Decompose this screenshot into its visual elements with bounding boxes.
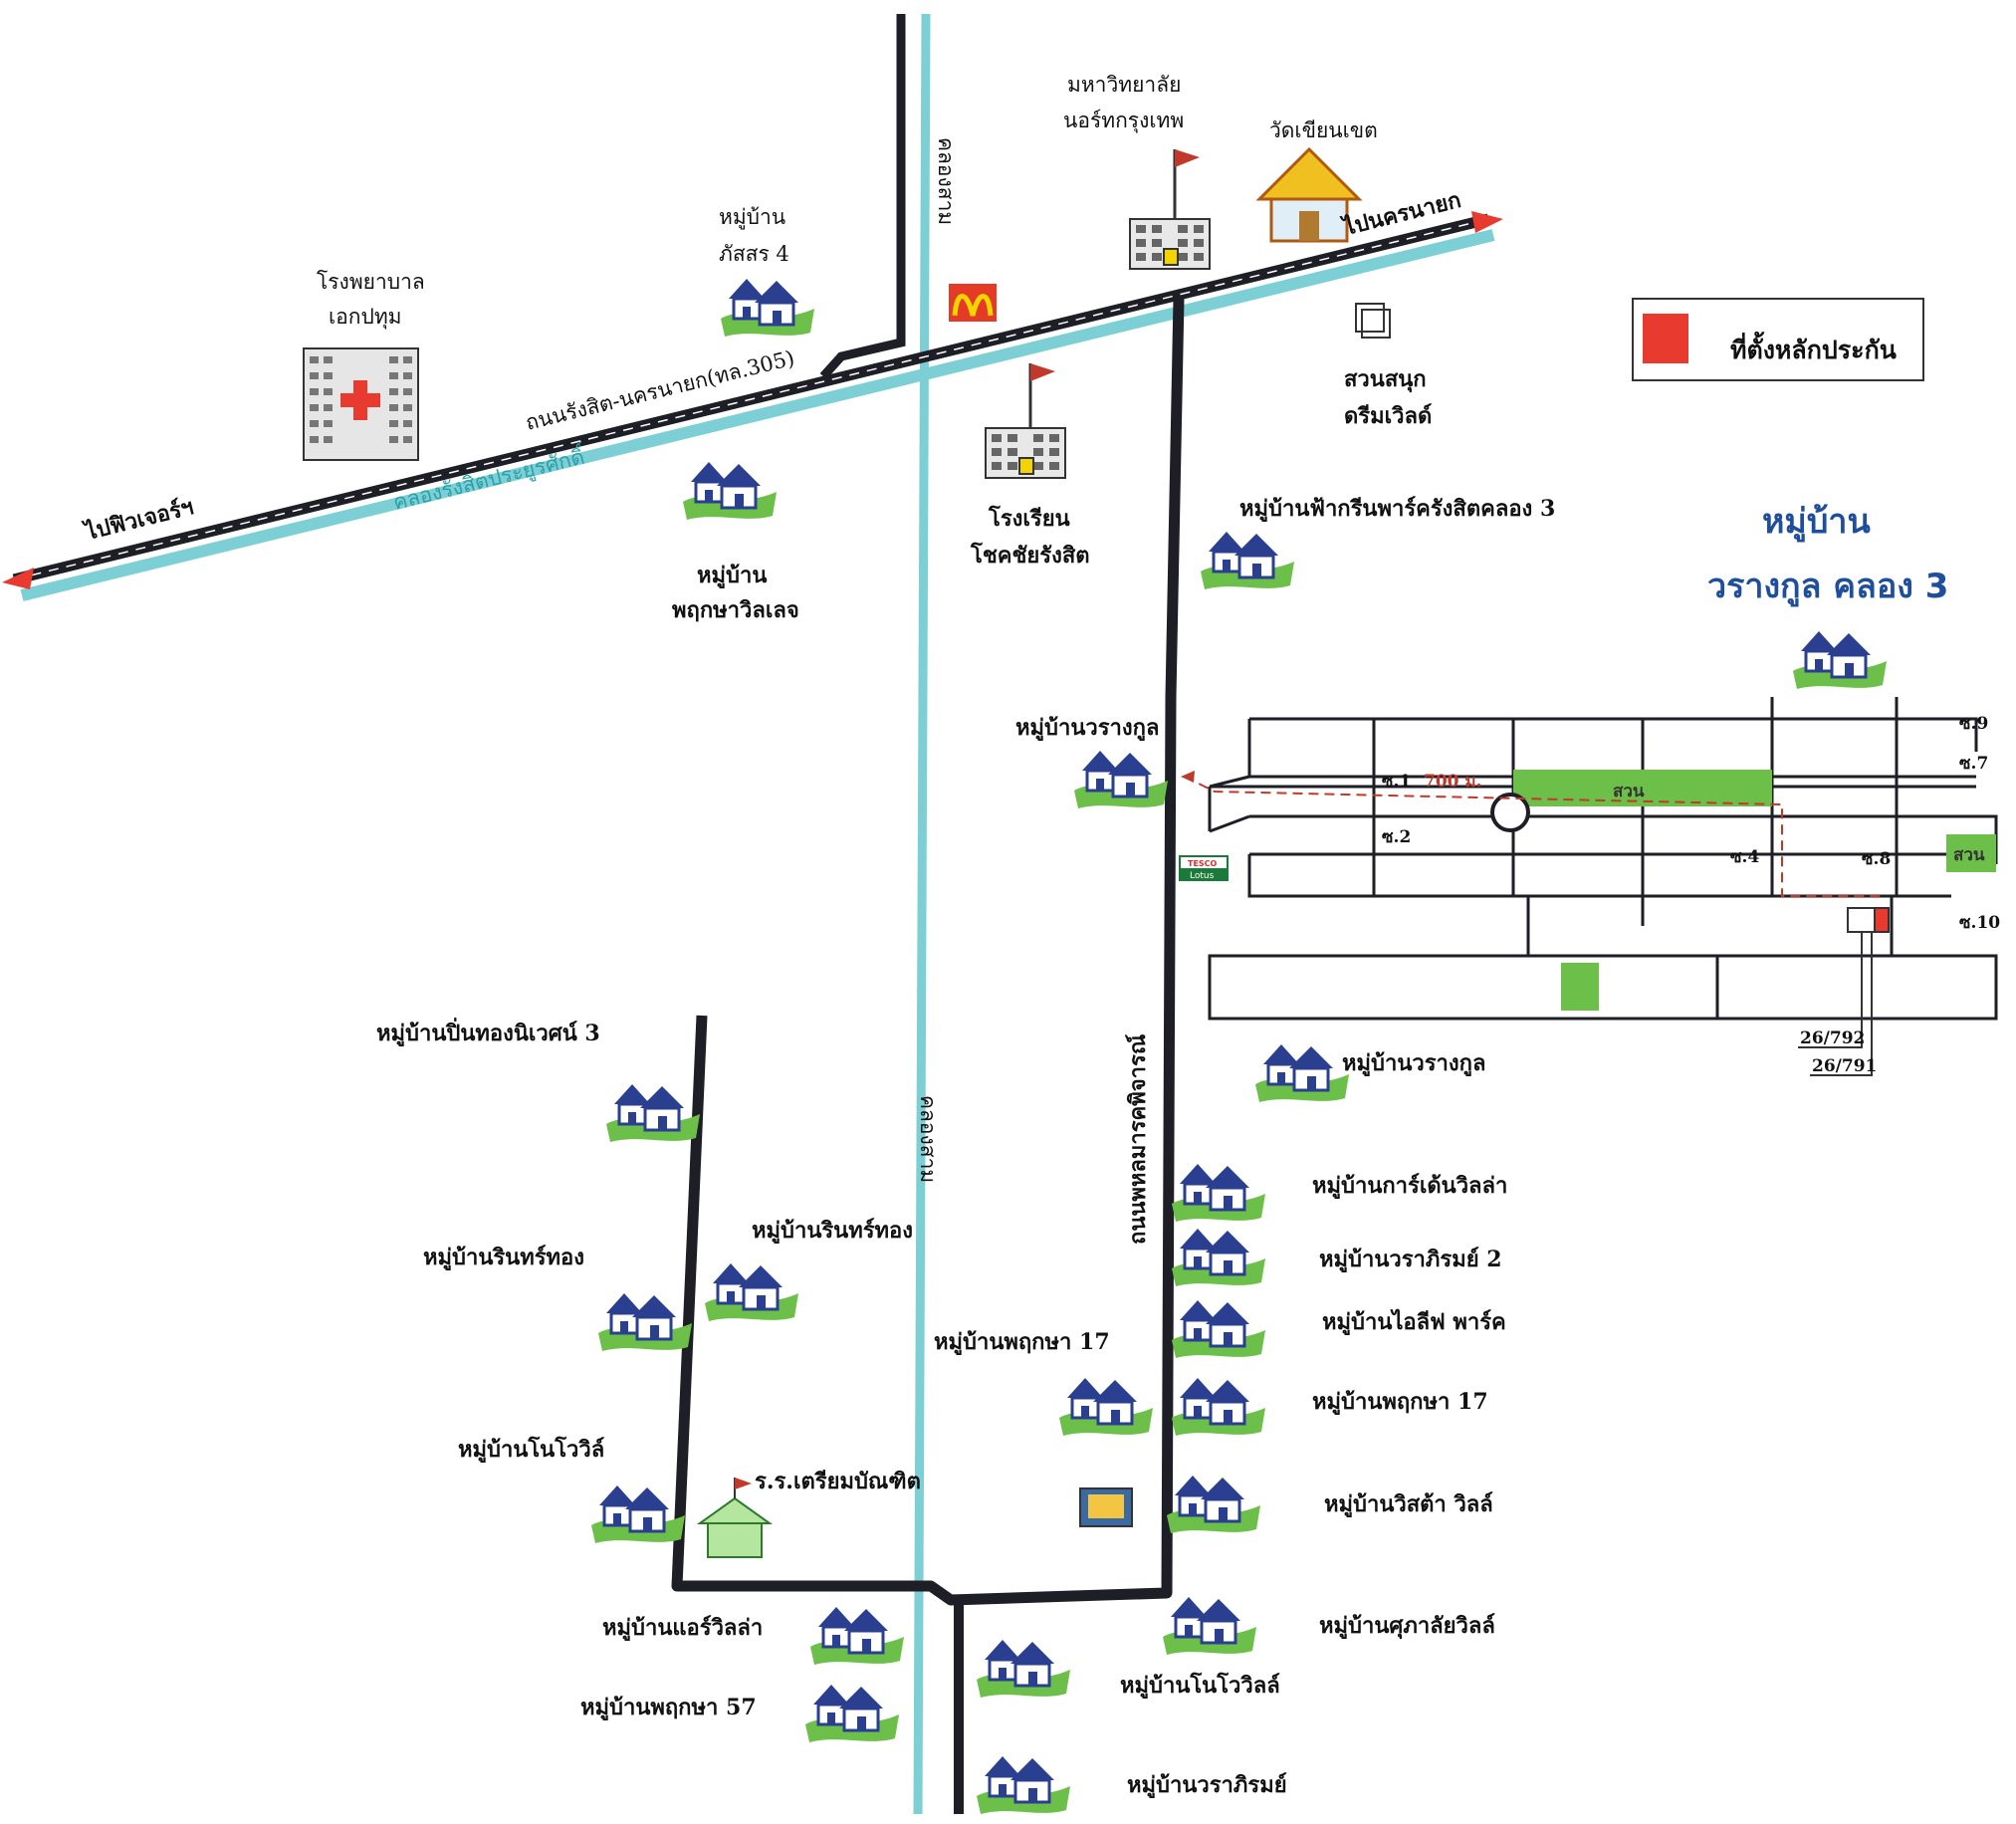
soi-label: ซ.1 [1382, 772, 1411, 792]
house-icon [1057, 1376, 1155, 1438]
house-icon [719, 277, 816, 339]
flag-icon [1030, 363, 1055, 381]
village-label: หมู่บ้านโนโววิลล์ [1120, 1672, 1280, 1700]
hospital-label-2: เอกปทุม [329, 305, 402, 330]
house-icon [1165, 1474, 1262, 1535]
legend-swatch [1643, 314, 1688, 363]
house-icon [703, 1261, 800, 1323]
dreamworld-label-2: ดรีมเวิลด์ [1344, 403, 1432, 429]
ntu-label-2: นอร์ทกรุงเทพ [1063, 109, 1184, 133]
house-icon [1199, 530, 1296, 591]
village-label: หมู่บ้านโนโววิล์ [458, 1436, 604, 1464]
warangkul-label-1: หมู่บ้านวรางกูล [1015, 715, 1159, 742]
house-icon [1072, 749, 1170, 810]
legend-label: ที่ตั้งหลักประกัน [1730, 331, 1897, 364]
school-label-2: โชคชัยรังสิต [970, 542, 1090, 569]
vista-building-icon [1079, 1487, 1133, 1527]
village-label: หมู่บ้านวราภิรมย์ [1127, 1772, 1287, 1799]
park-block-2 [1946, 834, 1996, 872]
rangsit-canal [20, 229, 1495, 601]
house-icon [1170, 1376, 1267, 1438]
temple-icon [1255, 146, 1363, 243]
house-icon [604, 1082, 702, 1144]
flag-icon [1175, 149, 1200, 167]
park-label: สวน [1613, 782, 1645, 801]
village-label: หมู่บ้านพฤกษา 17 [1312, 1389, 1488, 1416]
warangkul-label-2: หมู่บ้านวรางกูล [1342, 1050, 1485, 1077]
hospital-icon [303, 347, 419, 461]
house-icon [1791, 629, 1889, 691]
house-icon [808, 1605, 906, 1667]
house-icon [1170, 1298, 1267, 1360]
village-label: หมู่บ้านวิสต้า วิลล์ [1324, 1491, 1493, 1518]
title-line2: วรางกูล คลอง 3 [1707, 567, 1948, 607]
house-icon [975, 1638, 1072, 1700]
soi-label: ซ.10 [1959, 913, 2000, 933]
green-plot [1561, 963, 1599, 1011]
school-label-1: โรงเรียน [988, 505, 1070, 532]
roundabout [1490, 793, 1530, 832]
house-icon [596, 1291, 694, 1353]
prep-school-label: ร.ร.เตรียมบัณฑิต [755, 1469, 921, 1494]
soi-label: ซ.2 [1382, 827, 1411, 847]
village-label: หมู่บ้านไอลีฟ พาร์ค [1322, 1308, 1506, 1336]
house-icon [1253, 1042, 1351, 1104]
arrow-right-icon [1471, 211, 1503, 233]
soi-label: ซ.8 [1862, 849, 1891, 869]
plot-label: 26/792 [1800, 1028, 1865, 1048]
house-icon [681, 460, 779, 522]
park-block [1513, 770, 1772, 806]
house-icon [803, 1683, 901, 1744]
road-north [819, 14, 906, 380]
village-label: หมู่บ้านแอร์วิลล่า [602, 1615, 763, 1642]
village-label: หมู่บ้านศุภาลัยวิลล์ [1319, 1613, 1495, 1640]
khlong-sam-mid-label: คลองสาม [916, 1095, 940, 1183]
lotus-text-1: TESCO [1188, 859, 1218, 868]
village-label: หมู่บ้านพฤกษา 17 [934, 1329, 1110, 1356]
ntu-label-1: มหาวิทยาลัย [1067, 73, 1181, 97]
village-label: หมู่บ้านปิ่นทองนิเวศน์ 3 [376, 1017, 600, 1047]
house-icon [1161, 1595, 1258, 1657]
prep-school-icon [696, 1478, 774, 1558]
route-dashed [1184, 776, 1884, 897]
house-icon [589, 1483, 687, 1545]
lam-luk-ka-road [671, 298, 1185, 1606]
plot-boxes [1798, 907, 1890, 1076]
park-label-2: สวน [1953, 845, 1985, 865]
house-icon [1170, 1227, 1267, 1288]
pasasorn-label-1: หมู่บ้าน [719, 205, 785, 230]
village-label: หมู่บ้านการ์เด้นวิลล่า [1312, 1173, 1507, 1200]
lotus-icon: TESCO Lotus [1179, 855, 1229, 881]
hospital-label-1: โรงพยาบาล [317, 270, 425, 294]
mcdonalds-icon [949, 284, 997, 322]
pruksa-village-label-2: พฤกษาวิลเลจ [672, 597, 799, 623]
lam-luk-ka-label: ถนนพหลมารคพิจารณ์ [1125, 1034, 1151, 1245]
house-icon [975, 1754, 1072, 1816]
soi-label: ซ.4 [1730, 847, 1759, 867]
khlong-sam-top-label: คลองสาม [934, 137, 958, 225]
house-icon [1170, 1162, 1267, 1224]
school-building-icon [985, 427, 1066, 479]
university-building-icon [1129, 218, 1211, 270]
distance-label: 700 ม. [1424, 772, 1482, 792]
plot-label: 26/791 [1812, 1056, 1877, 1076]
soi-label: ซ.7 [1959, 754, 1988, 774]
fagreen-label: หมู่บ้านฟ้ากรีนพาร์ครังสิตคลอง 3 [1239, 496, 1555, 523]
pasasorn-label-2: ภัสสร 4 [719, 242, 789, 266]
dreamworld-icon [1355, 303, 1391, 339]
soi-label: ซ.9 [1959, 714, 1988, 734]
village-label: หมู่บ้านรินทร์ทอง [752, 1218, 913, 1245]
village-label: หมู่บ้านพฤกษา 57 [580, 1695, 757, 1721]
dreamworld-label-1: สวนสนุก [1344, 366, 1427, 393]
lotus-text-2: Lotus [1190, 871, 1215, 881]
pruksa-village-label-1: หมู่บ้าน [697, 563, 767, 589]
village-label: หมู่บ้านรินทร์ทอง [423, 1245, 584, 1271]
temple-label: วัดเขียนเขต [1269, 118, 1378, 142]
title-line1: หมู่บ้าน [1762, 502, 1871, 543]
khlong-sam-canal [913, 13, 931, 1815]
village-label: หมู่บ้านวราภิรมย์ 2 [1319, 1247, 1502, 1273]
arrow-left-icon [2, 568, 34, 589]
